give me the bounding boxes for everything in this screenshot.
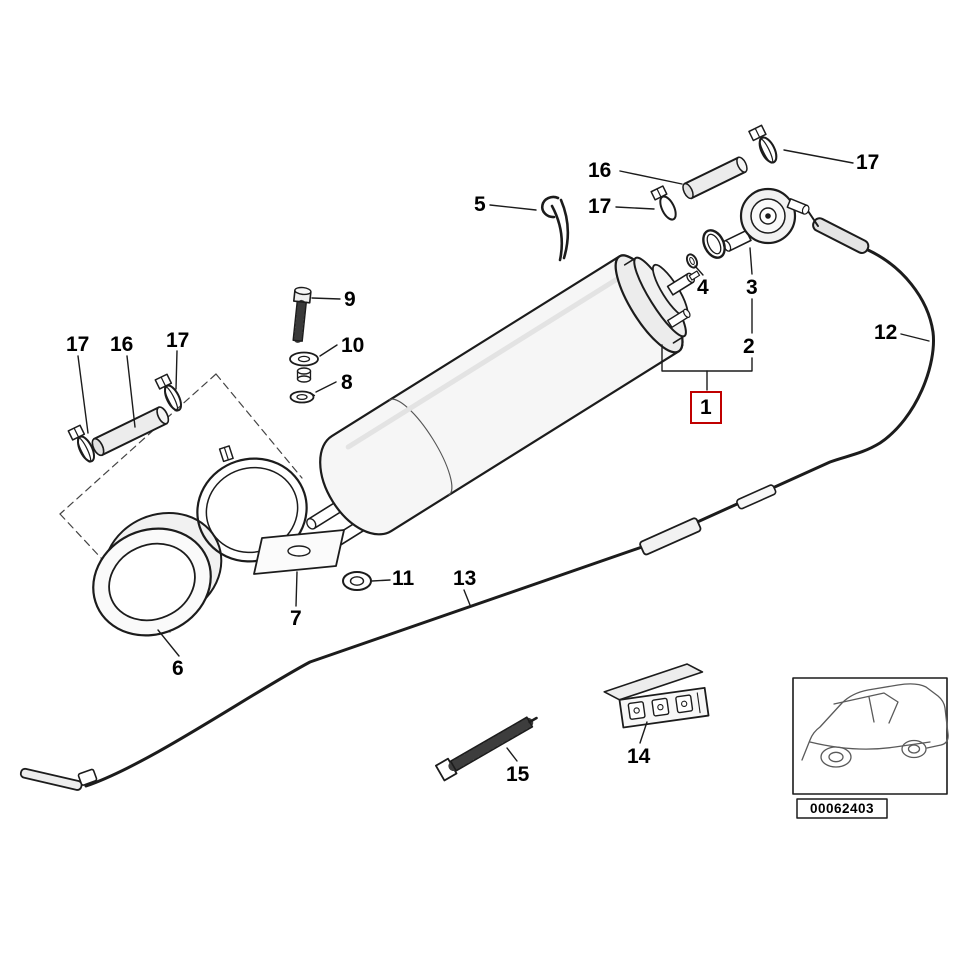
fuel-line-coupler <box>736 484 777 510</box>
callout-17-mid-clamp[interactable]: 17 <box>588 195 612 218</box>
callout-6-rubber-sleeve[interactable]: 6 <box>172 657 184 680</box>
callout-4-o-ring[interactable]: 4 <box>697 276 709 299</box>
fuel-filter-body <box>306 254 701 551</box>
callout-1-fuel-filter-selected[interactable]: 1 <box>690 391 722 424</box>
callout-13-fuel-line-main[interactable]: 13 <box>453 567 477 590</box>
callout-14-line-holder[interactable]: 14 <box>627 745 651 768</box>
retaining-clip <box>540 195 570 262</box>
callout-16-top-hose[interactable]: 16 <box>588 159 612 182</box>
callout-2-outlet-group[interactable]: 2 <box>743 335 755 358</box>
callout-15-cable-tie[interactable]: 15 <box>506 763 530 786</box>
cable-tie <box>435 716 538 782</box>
filter-clamp <box>196 445 345 575</box>
callout-8-lock-washer[interactable]: 8 <box>341 371 353 394</box>
callout-17-top-right-clamp[interactable]: 17 <box>856 151 880 174</box>
pressure-regulator <box>722 187 810 252</box>
callout-9-bolt[interactable]: 9 <box>344 288 356 311</box>
callout-10-spacer-washer[interactable]: 10 <box>341 334 365 357</box>
fuel-line-end-piece <box>19 767 83 791</box>
left-hose-assembly <box>67 373 183 463</box>
spacer-washer <box>289 351 319 383</box>
callout-5-retaining-clip[interactable]: 5 <box>474 193 486 216</box>
car-icon <box>801 683 949 768</box>
top-hose <box>682 156 748 200</box>
top-hose-assembly <box>650 124 778 221</box>
diagram-code: 00062403 <box>809 801 875 816</box>
line-holder <box>603 663 710 729</box>
hose-clamp-left-inner <box>154 373 183 412</box>
bolt <box>292 286 312 344</box>
leader-lines <box>77 149 930 762</box>
o-ring-large <box>702 229 726 259</box>
rubber-sleeve <box>92 511 223 637</box>
fuel-line <box>19 207 936 791</box>
o-ring-small <box>685 253 699 269</box>
left-hose <box>91 406 170 457</box>
callout-3-pressure-regulator[interactable]: 3 <box>746 276 758 299</box>
sealing-washer <box>342 571 372 591</box>
callout-12-fuel-line-right[interactable]: 12 <box>874 321 898 344</box>
callout-17-left-outer-clamp[interactable]: 17 <box>66 333 90 356</box>
hose-clamp-left-outer <box>67 424 96 463</box>
car-inset <box>792 677 949 819</box>
fuel-line-sleeve <box>639 517 702 556</box>
hose-clamp-top-right <box>748 124 778 164</box>
code-box <box>796 798 888 819</box>
callout-7-filter-clamp[interactable]: 7 <box>290 607 302 630</box>
lock-washer <box>289 390 316 404</box>
fuel-line-end-sleeve <box>77 768 98 786</box>
hose-clamp-mid <box>650 185 677 221</box>
callout-17-left-inner-clamp[interactable]: 17 <box>166 329 190 352</box>
fuel-hose <box>812 217 870 254</box>
callout-16-left-hose[interactable]: 16 <box>110 333 134 356</box>
callout-11-sealing-washer[interactable]: 11 <box>392 567 415 590</box>
